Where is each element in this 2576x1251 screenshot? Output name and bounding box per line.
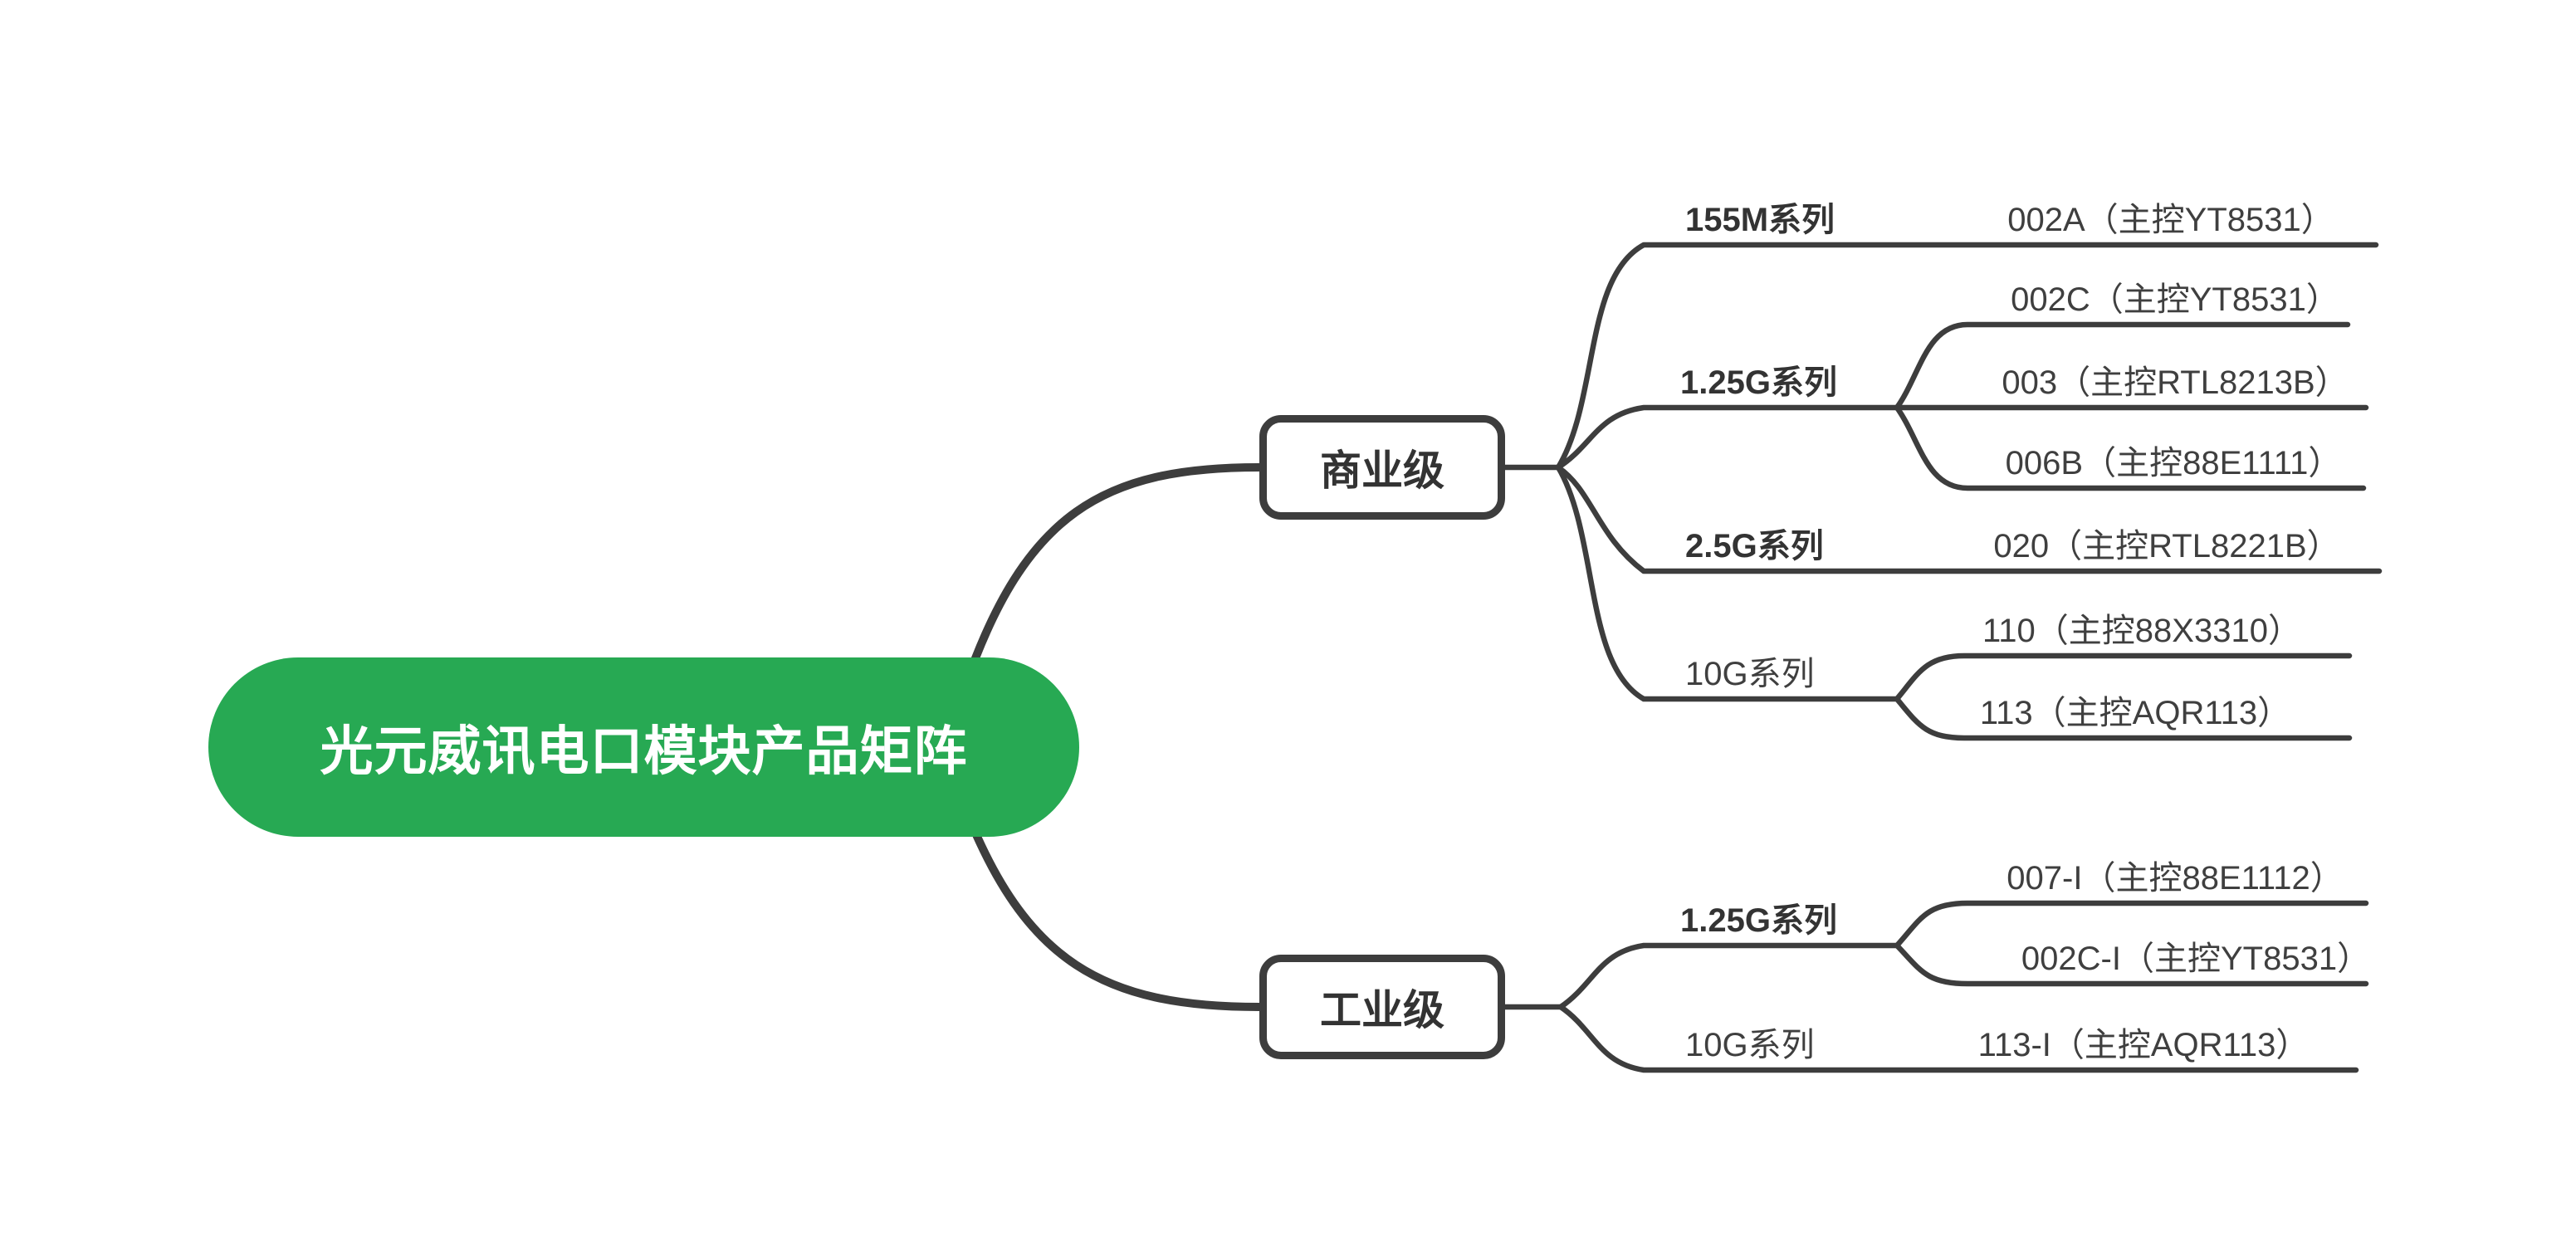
product-label-006b[interactable]: 006B（主控88E1111） <box>2005 445 2342 481</box>
product-label-113i[interactable]: 113-I（主控AQR113） <box>1977 1027 2310 1063</box>
series-label-10g-industrial[interactable]: 10G系列 <box>1685 1027 1815 1063</box>
connector-i125g-007i <box>1894 900 2369 949</box>
product-label-007i[interactable]: 007-I（主控88E1112） <box>2007 860 2344 897</box>
root-topic-label: 光元威讯电口模块产品矩阵 <box>320 721 968 781</box>
node-commercial-grade-label: 商业级 <box>1320 447 1444 494</box>
connector-industrial-10g <box>1557 1004 2359 1073</box>
connector-root-industrial <box>961 803 1264 1011</box>
connector-125g-006b <box>1894 404 2367 491</box>
product-label-002a[interactable]: 002A（主控YT8531） <box>2007 202 2334 238</box>
connector-industrial-125g <box>1557 942 1900 1010</box>
product-label-020[interactable]: 020（主控RTL8221B） <box>1993 528 2340 564</box>
series-label-10g-commercial[interactable]: 10G系列 <box>1685 656 1815 692</box>
product-label-002ci[interactable]: 002C-I（主控YT8531） <box>2021 941 2371 977</box>
connector-root-commercial <box>961 463 1264 691</box>
node-industrial-grade[interactable]: 工业级 <box>1259 955 1505 1059</box>
connector-10g-110 <box>1894 652 2353 702</box>
connector-commercial-25g <box>1555 464 2383 574</box>
product-label-003[interactable]: 003（主控RTL8213B） <box>2002 364 2349 401</box>
series-label-155m[interactable]: 155M系列 <box>1685 202 1835 238</box>
connector-125g-002c <box>1894 321 2351 411</box>
connector-commercial-10g <box>1555 464 1900 702</box>
series-label-25g[interactable]: 2.5G系列 <box>1685 528 1824 564</box>
connector-commercial-155m <box>1555 242 2379 471</box>
root-topic[interactable]: 光元威讯电口模块产品矩阵 <box>208 657 1079 837</box>
connector-10g-113 <box>1894 696 2353 741</box>
series-label-125g-commercial[interactable]: 1.25G系列 <box>1680 364 1837 401</box>
product-label-002c[interactable]: 002C（主控YT8531） <box>2011 281 2339 318</box>
connector-i125g-002ci <box>1894 942 2369 987</box>
node-commercial-grade[interactable]: 商业级 <box>1259 415 1505 520</box>
connector-commercial-125g <box>1555 404 2369 471</box>
node-industrial-grade-label: 工业级 <box>1320 987 1444 1034</box>
product-label-113[interactable]: 113（主控AQR113） <box>1979 695 2291 731</box>
series-label-125g-industrial[interactable]: 1.25G系列 <box>1680 902 1837 939</box>
product-label-110[interactable]: 110（主控88X3310） <box>1982 613 2301 649</box>
